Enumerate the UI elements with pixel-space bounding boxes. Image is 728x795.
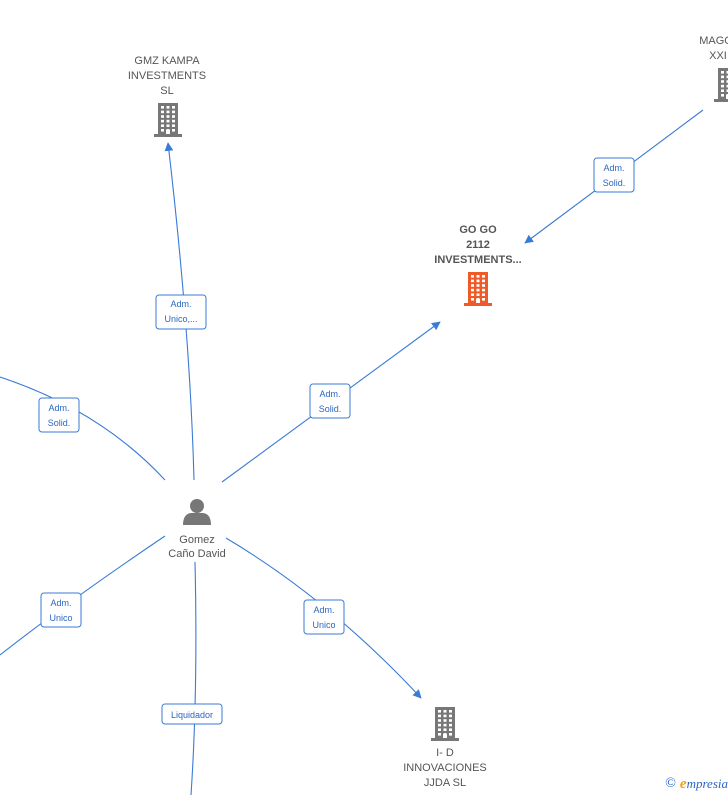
person-node[interactable]: Gomez Caño David xyxy=(168,499,226,560)
edge-label-gogo-line2: Solid. xyxy=(319,404,342,414)
edge-label-bottom-line1: Liquidador xyxy=(171,710,213,720)
edge-label-gogo[interactable]: Adm. Solid. xyxy=(309,383,351,419)
edge-line-bottom xyxy=(190,561,197,795)
edge-label-gmz-line2: Unico,... xyxy=(164,314,197,324)
company-node-gogo[interactable]: GO GO 2112 INVESTMENTS... xyxy=(434,224,522,306)
company-gogo-line3: INVESTMENTS... xyxy=(434,254,521,266)
company-node-gmz[interactable]: GMZ KAMPA INVESTMENTS SL xyxy=(128,55,206,137)
building-icon xyxy=(431,707,459,741)
company-id-line3: JJDA SL xyxy=(424,777,466,789)
edge-label-bottom[interactable]: Liquidador xyxy=(161,703,223,725)
person-icon xyxy=(183,499,211,525)
company-gmz-line1: GMZ KAMPA xyxy=(134,55,200,67)
company-id-line1: I- D xyxy=(436,747,454,759)
edge-line-left-top xyxy=(0,376,166,481)
company-id-line2: INNOVACIONES xyxy=(403,762,487,774)
company-node-mago[interactable]: MAGO XXI xyxy=(699,35,728,102)
edge-label-mago-line1: Adm. xyxy=(603,163,624,173)
edge-label-left-bottom[interactable]: Adm. Unico xyxy=(40,592,82,628)
empresia-watermark[interactable]: © empresia xyxy=(665,775,728,793)
company-gmz-line2: INVESTMENTS xyxy=(128,70,206,82)
brand-logo: empresia xyxy=(679,775,728,792)
edge-label-id-line2: Unico xyxy=(312,620,335,630)
edge-label-mago-line2: Solid. xyxy=(603,178,626,188)
edge-label-gmz-line1: Adm. xyxy=(170,299,191,309)
edge-label-mago[interactable]: Adm. Solid. xyxy=(593,157,635,193)
edge-label-left-bottom-line1: Adm. xyxy=(50,598,71,608)
edge-label-left-top-line2: Solid. xyxy=(48,418,71,428)
edge-label-gogo-line1: Adm. xyxy=(319,389,340,399)
company-mago-line1: MAGO xyxy=(699,35,728,47)
edge-label-left-bottom-line2: Unico xyxy=(49,613,72,623)
person-name-line1: Gomez xyxy=(179,534,214,546)
building-icon xyxy=(154,103,182,137)
building-icon xyxy=(714,68,728,102)
company-gogo-line1: GO GO xyxy=(459,224,497,236)
edge-label-id[interactable]: Adm. Unico xyxy=(303,599,345,635)
company-mago-line2: XXI xyxy=(709,50,727,62)
company-node-id[interactable]: I- D INNOVACIONES JJDA SL xyxy=(403,707,487,789)
edge-label-left-top-line1: Adm. xyxy=(48,403,69,413)
building-icon xyxy=(464,272,492,306)
edge-label-left-top[interactable]: Adm. Solid. xyxy=(38,397,80,433)
edges xyxy=(0,109,704,795)
edge-label-id-line1: Adm. xyxy=(313,605,334,615)
company-gogo-line2: 2112 xyxy=(466,239,490,251)
company-gmz-line3: SL xyxy=(160,85,173,97)
copyright-icon: © xyxy=(665,776,676,791)
person-name-line2: Caño David xyxy=(168,548,225,560)
edge-label-gmz[interactable]: Adm. Unico,... xyxy=(155,294,207,330)
edge-line-left-bottom xyxy=(0,535,166,656)
